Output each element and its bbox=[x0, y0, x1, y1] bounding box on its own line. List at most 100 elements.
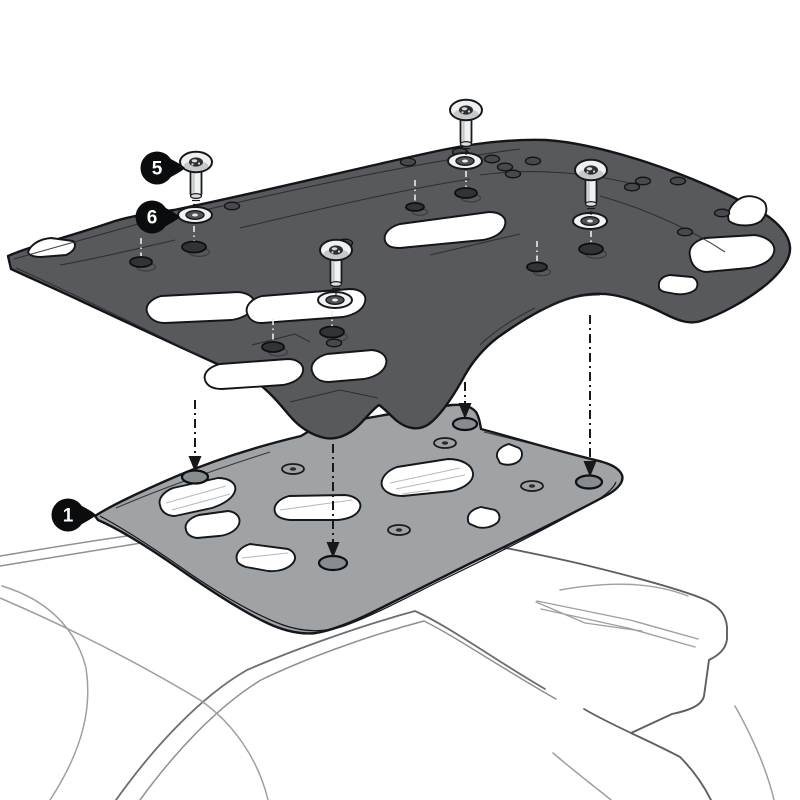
seat-front-curve bbox=[1, 585, 89, 800]
top-plate-cutout bbox=[145, 291, 256, 324]
callout-label: 1 bbox=[63, 506, 74, 527]
screw-and-washer bbox=[572, 158, 608, 230]
right-lower-line bbox=[734, 705, 775, 800]
callouts: 5 6 1 bbox=[51, 151, 185, 532]
top-rack-plate bbox=[6, 138, 792, 440]
top-plate-hole bbox=[454, 187, 478, 199]
torx-glint bbox=[191, 159, 198, 163]
adapter-mount-hole bbox=[451, 416, 479, 432]
callout-label: 6 bbox=[147, 208, 158, 229]
callout-bubble bbox=[140, 151, 174, 185]
adapter-rivet-dot bbox=[289, 467, 297, 471]
screw-tip bbox=[329, 281, 343, 288]
washer-hole-glint bbox=[332, 298, 338, 302]
adapter-cutout bbox=[158, 477, 237, 517]
taillight-chevron bbox=[535, 601, 643, 632]
screw-and-washer bbox=[317, 238, 353, 309]
tail-outline bbox=[417, 530, 728, 800]
torx-glint-dot bbox=[592, 170, 596, 173]
top-plate-hole bbox=[319, 325, 345, 339]
top-plate-hole bbox=[181, 240, 207, 254]
top-plate-hole bbox=[129, 256, 153, 268]
fasteners bbox=[177, 98, 608, 309]
alignment-arrowhead bbox=[583, 461, 597, 477]
adapter-cutout bbox=[495, 443, 523, 466]
seat-top-line-2 bbox=[0, 540, 155, 567]
callout-bubble bbox=[51, 498, 85, 532]
torx-glint-dot bbox=[191, 163, 194, 166]
callout-6: 6 bbox=[135, 200, 180, 234]
adapter-cutout-inner-lines bbox=[165, 467, 466, 559]
screw-tip bbox=[459, 141, 473, 148]
adapter-mount-hole bbox=[574, 474, 604, 490]
adapter-cutout bbox=[184, 510, 241, 539]
top-plate-hole bbox=[261, 341, 285, 353]
seat-sweep-line-2 bbox=[139, 620, 557, 800]
torx-glint-dot bbox=[467, 110, 471, 113]
torx-glint-dot bbox=[337, 250, 341, 253]
callout-1: 1 bbox=[51, 498, 96, 532]
top-plate-oval bbox=[483, 154, 501, 164]
adapter-plate-rim bbox=[99, 481, 617, 632]
torx-glint bbox=[331, 247, 338, 251]
washer-hole-glint bbox=[587, 219, 593, 223]
top-plate-oval bbox=[634, 176, 652, 186]
alignment-arrowhead bbox=[458, 403, 472, 419]
motorcycle-tail bbox=[0, 530, 775, 800]
top-plate-oval bbox=[623, 182, 641, 192]
taillight-line-2 bbox=[540, 608, 696, 648]
top-plate-cutout bbox=[203, 358, 305, 390]
adapter-cutout bbox=[466, 506, 501, 529]
top-plate-oval bbox=[524, 156, 542, 166]
handle-cutout bbox=[727, 195, 768, 227]
top-plate-oval bbox=[713, 208, 731, 218]
alignment-axes bbox=[188, 315, 597, 558]
screw-tip bbox=[584, 201, 598, 208]
seat-sweep-line-1 bbox=[115, 610, 546, 800]
callout-bubble bbox=[135, 200, 169, 234]
top-plate-hole bbox=[578, 242, 604, 256]
torx-glint bbox=[586, 167, 593, 171]
top-plate-cutout bbox=[657, 274, 699, 296]
adapter-rivet-dot bbox=[395, 528, 403, 532]
top-plate-oval bbox=[676, 227, 694, 237]
adapter-plate bbox=[93, 403, 624, 635]
top-plate-hole bbox=[526, 261, 548, 273]
top-plate-cutout bbox=[383, 211, 507, 249]
adapter-mount-hole bbox=[180, 469, 210, 485]
alignment-arrowhead bbox=[188, 456, 202, 472]
bottom-center-curve bbox=[552, 752, 612, 800]
callout-5: 5 bbox=[140, 151, 185, 185]
top-plate-cutout bbox=[310, 349, 388, 383]
torx-glint-dot bbox=[461, 111, 464, 114]
screw-and-washer bbox=[177, 150, 213, 224]
top-plate-oval bbox=[496, 162, 514, 172]
adapter-rivet-dot bbox=[528, 484, 536, 488]
torx-glint bbox=[461, 107, 468, 111]
torx-glint-dot bbox=[197, 162, 201, 165]
top-plate-oval bbox=[504, 169, 522, 179]
torx-glint-dot bbox=[586, 171, 589, 174]
top-plate-oval bbox=[669, 176, 687, 186]
tail-underside bbox=[583, 708, 632, 734]
taillight-line-1 bbox=[536, 600, 699, 640]
handle-cutout bbox=[688, 234, 776, 273]
taillight-top-edge bbox=[559, 583, 689, 597]
screw-and-washer bbox=[447, 98, 483, 170]
top-plate-oval bbox=[399, 157, 417, 167]
alignment-arrowhead bbox=[326, 542, 340, 558]
adapter-cutout bbox=[235, 543, 296, 573]
adapter-cutout bbox=[273, 494, 362, 521]
callout-label: 5 bbox=[152, 159, 163, 180]
torx-glint-dot bbox=[331, 251, 334, 254]
top-plate-oval bbox=[223, 201, 241, 211]
adapter-mount-hole bbox=[317, 554, 349, 572]
washer-hole-glint bbox=[192, 213, 198, 217]
side-panel-line bbox=[0, 597, 269, 800]
top-plate-oval bbox=[325, 338, 343, 348]
adapter-plate-outline bbox=[93, 403, 624, 635]
adapter-plate-features bbox=[180, 416, 604, 572]
washer-hole-glint bbox=[462, 159, 468, 163]
